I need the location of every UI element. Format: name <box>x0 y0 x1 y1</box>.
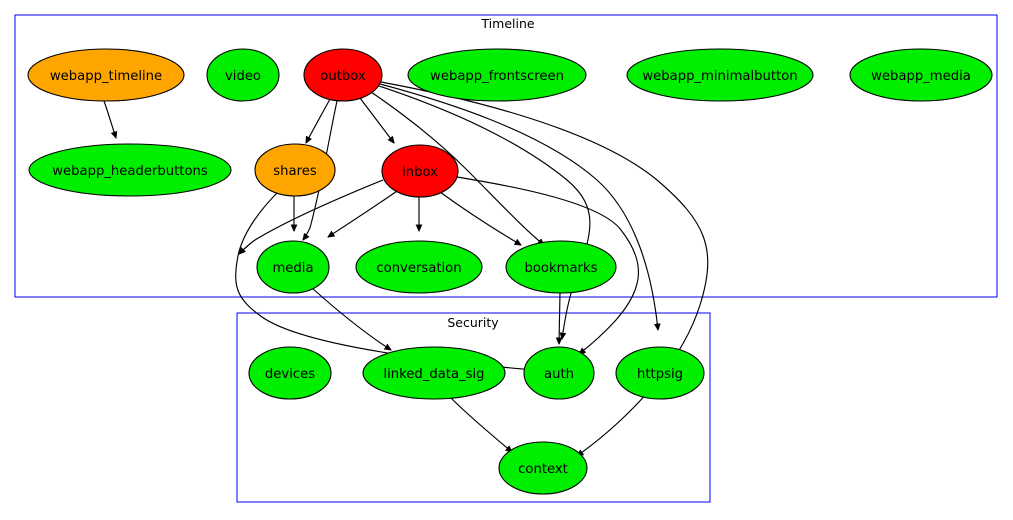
node-layer: webapp_timeline video outbox webapp_frontsc… <box>27 48 993 495</box>
node-shape[interactable] <box>28 143 232 197</box>
edge-outbox-to-shares <box>306 98 331 143</box>
node-label: webapp_minimalbutton <box>642 69 797 84</box>
edge-outbox-to-auth <box>378 85 591 339</box>
edge-media-to-linked_data_sig <box>311 287 391 350</box>
node-label: bookmarks <box>524 261 597 276</box>
node-shape[interactable] <box>303 48 383 102</box>
cluster-timeline: Timeline <box>14 14 998 298</box>
cluster-border <box>236 312 711 503</box>
node-webapp_media[interactable]: webapp_media <box>849 48 993 102</box>
node-label: webapp_media <box>871 69 971 84</box>
node-label: video <box>225 69 261 84</box>
node-label: webapp_headerbuttons <box>52 164 208 179</box>
edge-outbox-to-httpsig <box>379 83 658 330</box>
edge-linked_data_sig-to-context <box>450 397 512 452</box>
node-label: httpsig <box>637 367 683 382</box>
node-shape[interactable] <box>381 144 459 198</box>
node-shape[interactable] <box>849 48 993 102</box>
node-shape[interactable] <box>254 143 336 197</box>
edge-webapp_timeline-to-webapp_headerbuttons <box>103 100 116 138</box>
node-label: webapp_frontscreen <box>430 69 564 84</box>
node-shape[interactable] <box>362 346 506 400</box>
edge-outbox-to-bookmarks <box>367 89 544 245</box>
edge-bookmarks-to-auth <box>559 292 560 344</box>
node-label: inbox <box>402 165 438 180</box>
node-httpsig[interactable]: httpsig <box>615 346 705 400</box>
node-shape[interactable] <box>206 48 280 102</box>
edge-inbox-to-bookmarks <box>439 191 521 245</box>
node-shape[interactable] <box>615 346 705 400</box>
edge-inbox-to-media <box>328 188 401 237</box>
edge-outbox-to-media <box>303 100 338 240</box>
node-video[interactable]: video <box>206 48 280 102</box>
node-bookmarks[interactable]: bookmarks <box>505 240 617 294</box>
node-label: conversation <box>376 261 461 276</box>
node-label: outbox <box>320 69 366 84</box>
node-inbox[interactable]: inbox <box>381 144 459 198</box>
node-label: context <box>518 462 568 477</box>
node-shape[interactable] <box>523 346 595 400</box>
node-shape[interactable] <box>505 240 617 294</box>
node-devices[interactable]: devices <box>248 346 332 400</box>
node-label: media <box>272 261 313 276</box>
cluster-label: Security <box>447 315 499 330</box>
node-context[interactable]: context <box>498 441 588 495</box>
node-auth[interactable]: auth <box>523 346 595 400</box>
edge-inbox-to-auth <box>456 176 640 354</box>
node-shares[interactable]: shares <box>254 143 336 197</box>
node-linked_data_sig[interactable]: linked_data_sig <box>362 346 506 400</box>
node-outbox[interactable]: outbox <box>303 48 383 102</box>
node-shape[interactable] <box>27 48 185 102</box>
node-label: devices <box>265 367 315 382</box>
cluster-label: Timeline <box>480 16 534 31</box>
node-shape[interactable] <box>355 240 483 294</box>
node-shape[interactable] <box>407 48 587 102</box>
node-webapp_frontscreen[interactable]: webapp_frontscreen <box>407 48 587 102</box>
node-shape[interactable] <box>248 346 332 400</box>
cluster-border <box>14 14 998 298</box>
edge-outbox-to-inbox <box>359 97 394 143</box>
node-conversation[interactable]: conversation <box>355 240 483 294</box>
node-webapp_timeline[interactable]: webapp_timeline <box>27 48 185 102</box>
node-media[interactable]: media <box>256 240 330 294</box>
node-label: webapp_timeline <box>50 69 162 84</box>
cluster-security: Security <box>236 312 711 503</box>
node-label: shares <box>273 164 317 179</box>
node-label: auth <box>544 367 574 382</box>
node-shape[interactable] <box>498 441 588 495</box>
node-webapp_headerbuttons[interactable]: webapp_headerbuttons <box>28 143 232 197</box>
node-shape[interactable] <box>626 48 814 102</box>
node-webapp_minimalbutton[interactable]: webapp_minimalbutton <box>626 48 814 102</box>
edge-inbox-to-media <box>239 179 384 254</box>
node-label: linked_data_sig <box>383 367 484 382</box>
node-shape[interactable] <box>256 240 330 294</box>
